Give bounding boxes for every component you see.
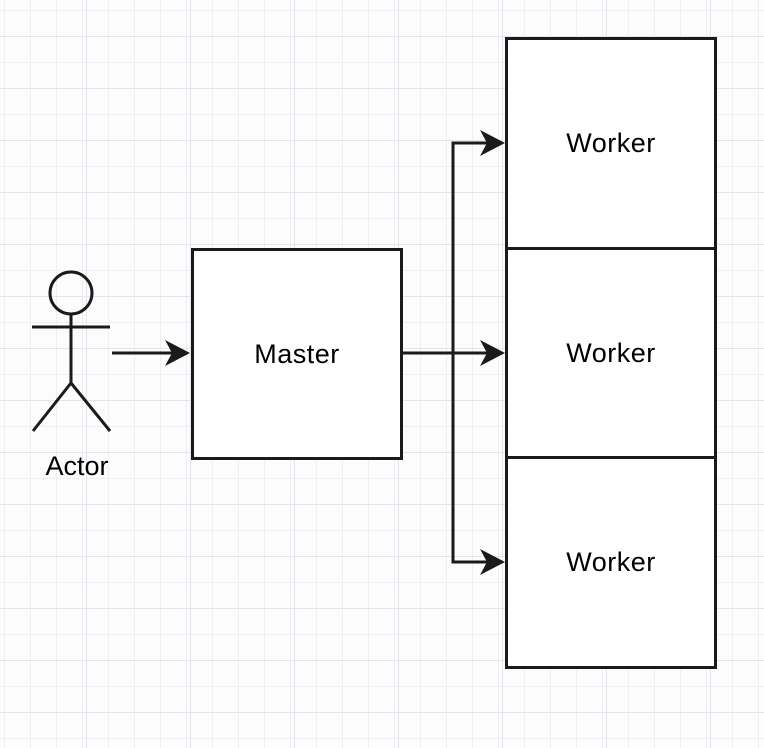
arrowhead-icon	[480, 340, 505, 366]
actor-node-label: Actor	[45, 451, 109, 481]
master-node[interactable]: Master	[191, 248, 403, 460]
edge-shaft	[451, 353, 488, 564]
worker-node-3[interactable]: Worker	[508, 456, 714, 666]
edge-master-to-worker-1[interactable]	[403, 130, 505, 355]
arrowhead-icon	[480, 549, 505, 575]
worker-node-label: Worker	[566, 547, 656, 578]
arrowhead-icon	[480, 130, 505, 156]
edge-actor-to-master[interactable]	[112, 340, 190, 366]
actor-head	[48, 270, 94, 316]
actor-figure[interactable]	[31, 270, 112, 432]
actor-leg-right	[69, 382, 112, 432]
worker-node-2[interactable]: Worker	[508, 246, 714, 457]
actor-leg-left	[31, 382, 73, 432]
worker-stack: Worker Worker Worker	[505, 37, 717, 669]
arrowhead-icon	[165, 340, 190, 366]
worker-node-label: Worker	[566, 127, 656, 158]
edge-master-to-worker-2[interactable]	[403, 340, 505, 366]
worker-node-1[interactable]: Worker	[508, 40, 714, 247]
worker-node-label: Worker	[566, 337, 656, 368]
master-node-label: Master	[254, 338, 340, 369]
edge-shaft	[403, 141, 488, 355]
edge-master-to-worker-3[interactable]	[451, 353, 505, 575]
